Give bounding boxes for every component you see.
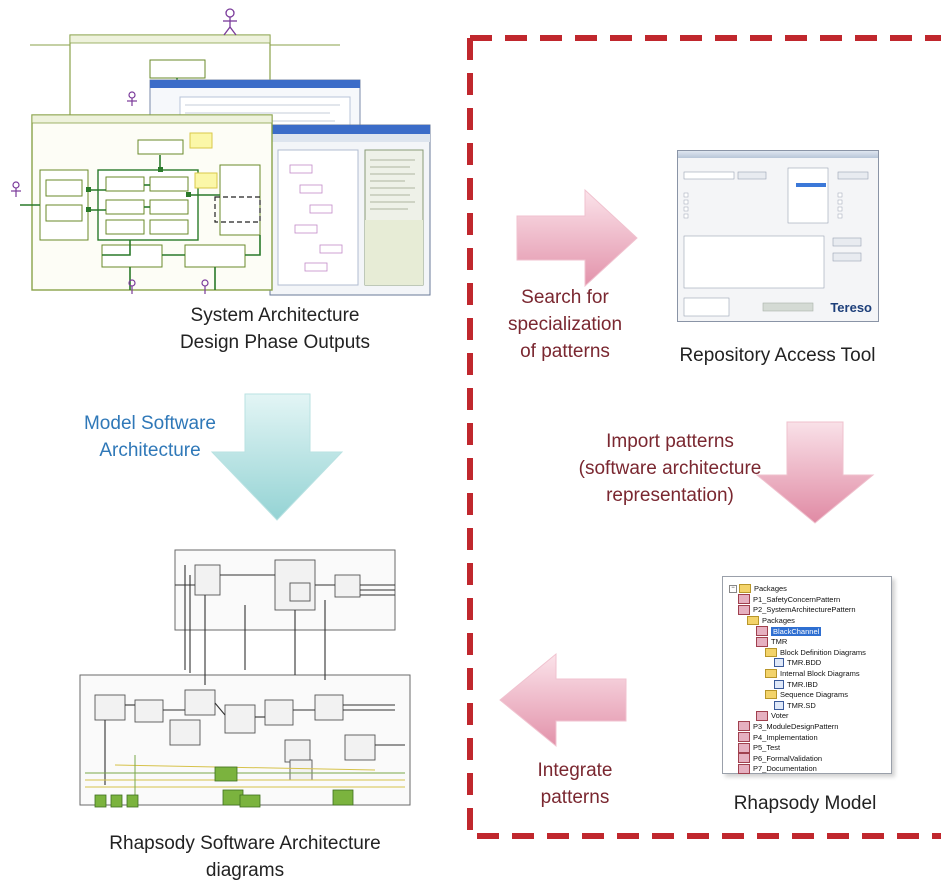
- caption-line: Integrate: [537, 760, 613, 781]
- caption-line: diagrams: [205, 860, 285, 881]
- diagram-icon: [774, 658, 784, 668]
- repository-access-tool-window: Tereso: [677, 150, 879, 322]
- tree-item-label: TMR.BDD: [787, 658, 822, 668]
- tree-item[interactable]: P5_Test: [729, 742, 887, 753]
- package-icon: [738, 763, 750, 774]
- right-arrow-pink: [516, 188, 638, 288]
- caption-line: Design Phase Outputs: [179, 332, 371, 353]
- left-arrow-pink: [499, 652, 627, 748]
- collapse-icon[interactable]: −: [729, 584, 737, 593]
- caption-line: specialization: [507, 314, 623, 335]
- import-caption: Import patterns (software architecture r…: [560, 428, 780, 509]
- folder-icon: [765, 647, 777, 657]
- tree-item[interactable]: P3_ModuleDesignPattern: [729, 721, 887, 732]
- model-software-label: Model Software Architecture: [60, 410, 240, 464]
- diagram-icon: [774, 700, 784, 710]
- caption-line: representation): [606, 485, 734, 506]
- integrate-caption: Integrate patterns: [510, 757, 640, 811]
- tree-item-label: P3_ModuleDesignPattern: [753, 721, 839, 731]
- diagram-icon: [774, 679, 784, 689]
- tree-item-label: P4_Implementation: [753, 732, 818, 742]
- package-icon: [738, 721, 750, 732]
- tereso-logo: Tereso: [830, 300, 872, 315]
- system-architecture-caption: System Architecture Design Phase Outputs: [150, 302, 400, 356]
- tree-item-label: Voter: [771, 711, 789, 721]
- tree-item-label: P5_Test: [753, 743, 781, 753]
- package-icon: [738, 732, 750, 743]
- tree-item[interactable]: BlackChannel: [729, 626, 887, 637]
- tree-item[interactable]: P6_FormalValidation: [729, 753, 887, 764]
- tree-item-label: P2_SystemArchitecturePattern: [753, 605, 856, 615]
- caption-line: System Architecture: [190, 305, 360, 326]
- window-titlebar: [678, 151, 878, 158]
- caption-line: Rhapsody Software Architecture: [109, 833, 381, 854]
- tree-item-label: Sequence Diagrams: [780, 690, 848, 700]
- rhapsody-sw-caption: Rhapsody Software Architecture diagrams: [90, 830, 400, 884]
- package-icon: [756, 710, 768, 721]
- caption-line: Architecture: [99, 440, 201, 461]
- package-icon: [756, 636, 768, 647]
- folder-icon: [765, 690, 777, 700]
- tree-item[interactable]: P1_SafetyConcernPattern: [729, 594, 887, 605]
- tree-item-label: TMR: [771, 637, 788, 647]
- folder-icon: [747, 615, 759, 625]
- package-icon: [756, 626, 768, 637]
- tree-item[interactable]: Sequence Diagrams: [729, 689, 887, 700]
- package-icon: [738, 594, 750, 605]
- tree-item-label: P1_SafetyConcernPattern: [753, 594, 841, 604]
- down-arrow-teal: [210, 393, 344, 521]
- folder-icon: [765, 668, 777, 678]
- caption-line: (software architecture: [578, 458, 762, 479]
- tree-item[interactable]: TMR: [729, 636, 887, 647]
- tree-item-label: TMR.IBD: [787, 679, 818, 689]
- tree-item[interactable]: P2_SystemArchitecturePattern: [729, 604, 887, 616]
- tree-item[interactable]: P7_Documentation: [729, 763, 887, 775]
- package-icon: [738, 742, 750, 753]
- tree-item[interactable]: TMR.SD: [729, 700, 887, 711]
- package-icon: [738, 604, 750, 615]
- tree-item-label: P7_Documentation: [753, 764, 817, 774]
- tree-item[interactable]: TMR.BDD: [729, 658, 887, 669]
- caption-line: Import patterns: [606, 431, 734, 452]
- tree-item[interactable]: Packages: [729, 615, 887, 626]
- package-icon: [738, 753, 750, 764]
- tree-item-label: BlackChannel: [771, 626, 822, 636]
- tree-item-label: Internal Block Diagrams: [780, 668, 860, 678]
- tree-item[interactable]: Block Definition Diagrams: [729, 647, 887, 658]
- caption-line: of patterns: [520, 341, 610, 362]
- tree-item-label: P6_FormalValidation: [753, 753, 823, 763]
- tree-item-label: Packages: [762, 615, 795, 625]
- rhapsody-sw-architecture-thumbnail: [75, 545, 415, 815]
- caption-line: Model Software: [83, 413, 216, 434]
- tree-item[interactable]: TMR.IBD: [729, 679, 887, 690]
- repository-access-tool-caption: Repository Access Tool: [679, 345, 876, 366]
- rhapsody-model-caption: Rhapsody Model: [733, 793, 877, 814]
- caption-line: Search for: [521, 287, 609, 308]
- tree-item-label: TMR.SD: [787, 700, 816, 710]
- tree-item-label: Block Definition Diagrams: [780, 647, 866, 657]
- folder-icon: [739, 584, 751, 593]
- tree-root-label: Packages: [754, 584, 787, 593]
- caption-line: patterns: [540, 787, 610, 808]
- tree-item[interactable]: Voter: [729, 710, 887, 722]
- tree-item[interactable]: Internal Block Diagrams: [729, 668, 887, 679]
- system-architecture-thumbnail: [10, 5, 440, 300]
- search-caption: Search for specialization of patterns: [490, 284, 640, 365]
- tree-item[interactable]: P4_Implementation: [729, 732, 887, 743]
- down-arrow-pink: [755, 421, 875, 524]
- tree-root[interactable]: − Packages: [729, 583, 887, 594]
